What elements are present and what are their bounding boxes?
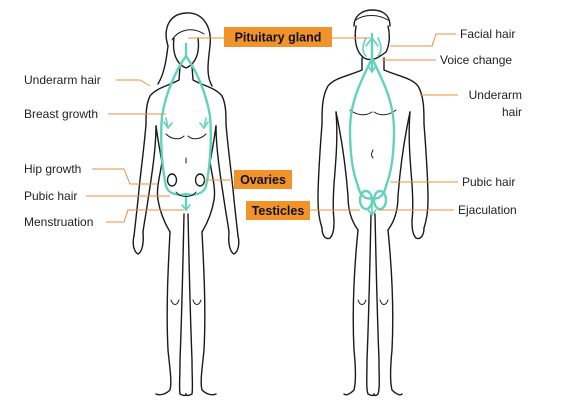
ejaculation-label: Ejaculation — [458, 203, 517, 217]
menstruation-label: Menstruation — [24, 215, 93, 229]
pituitary-gland-box — [224, 27, 332, 47]
testicles-text: Testicles — [252, 204, 305, 218]
hip-growth-label: Hip growth — [24, 162, 81, 176]
ovaries-label: Ovaries — [234, 170, 292, 189]
testicles-box — [246, 201, 310, 220]
testicles-label: Testicles — [246, 201, 310, 220]
female-figure — [132, 12, 240, 397]
female-underarm-hair-label: Underarm hair — [24, 73, 101, 87]
ovaries-text: Ovaries — [240, 173, 286, 187]
male-figure — [317, 9, 429, 397]
voice-change-label: Voice change — [440, 53, 512, 67]
facial-hair-label: Facial hair — [460, 27, 515, 41]
male-pubic-hair-label: Pubic hair — [462, 175, 515, 189]
pituitary-gland-label: Pituitary gland — [224, 27, 332, 47]
leader-lines — [86, 33, 458, 223]
pituitary-gland-text: Pituitary gland — [235, 31, 322, 45]
male-underarm-label-line2: hair — [502, 105, 522, 119]
ovaries-box — [234, 170, 292, 189]
breast-growth-label: Breast growth — [24, 107, 98, 121]
male-underarm-label-line1: Underarm — [469, 88, 522, 102]
female-pubic-hair-label: Pubic hair — [24, 189, 77, 203]
